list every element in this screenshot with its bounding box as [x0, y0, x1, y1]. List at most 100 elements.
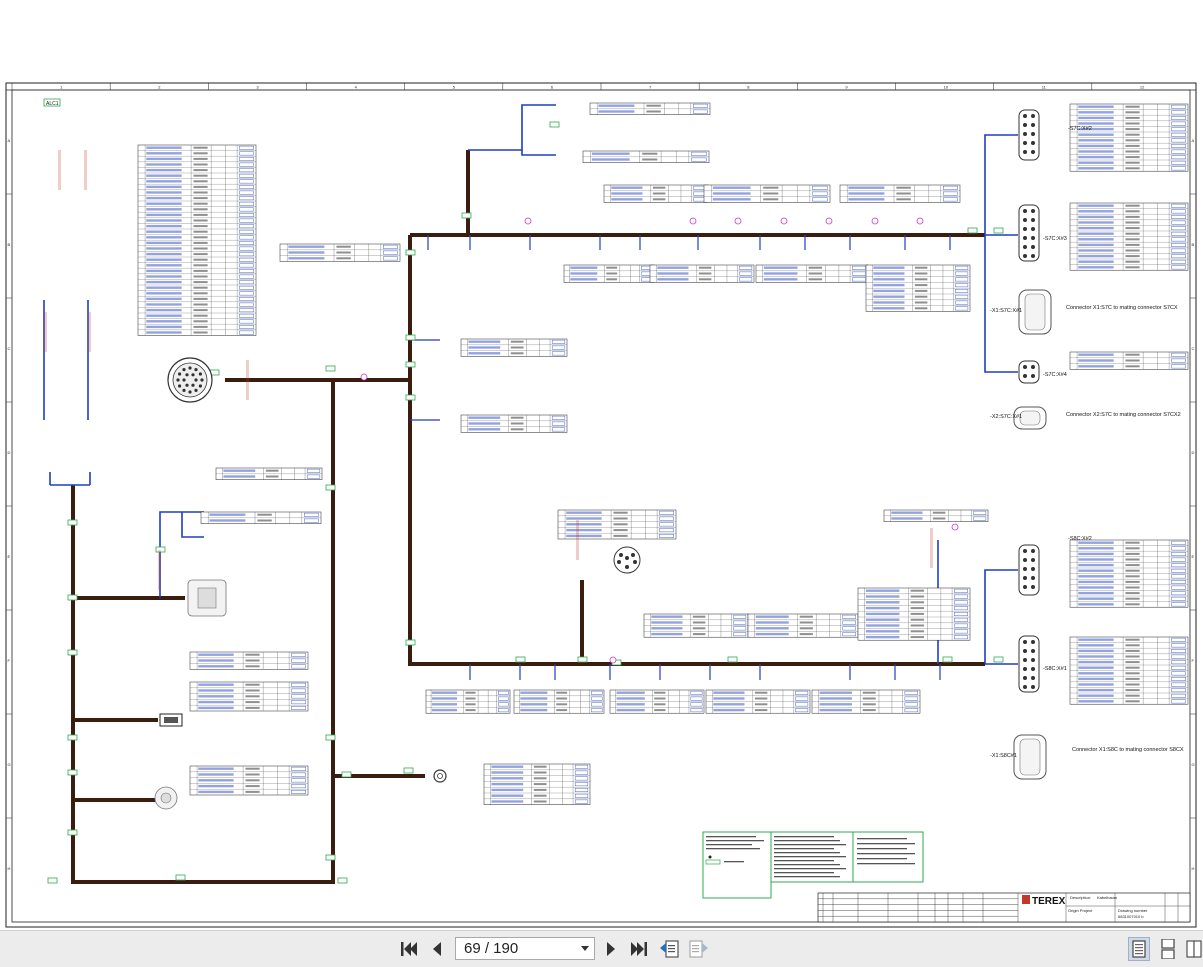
column-number: 1 [60, 85, 63, 90]
facing-pages-view-button[interactable] [1183, 937, 1203, 961]
column-number: 6 [551, 85, 554, 90]
go-forward-button[interactable] [688, 937, 710, 961]
last-page-icon [631, 942, 647, 956]
round-connector-icon[interactable] [167, 357, 213, 403]
mating-note-2: Connector X2:S7C to mating connector S7C… [1066, 412, 1181, 418]
terex-logo-icon [1022, 895, 1030, 904]
wire-table [279, 243, 401, 262]
wire-table [1069, 539, 1189, 608]
mating-note-1: Connector X1:S7C to mating connector S7C… [1066, 305, 1178, 311]
wire-table [1069, 202, 1189, 271]
single-page-view-button[interactable] [1128, 937, 1150, 961]
column-number: 4 [355, 85, 358, 90]
splice-tags [47, 121, 1004, 884]
title-block: TEREX Description: Kabelbaum Origin Proj… [817, 892, 1191, 923]
row-letter: F [1192, 658, 1195, 663]
six-pin-connector-icon[interactable] [613, 546, 641, 574]
wire-table [460, 338, 568, 357]
description-label: Description: [1070, 895, 1091, 900]
sheet-tag: ALC1 [46, 101, 59, 107]
wire-table [215, 467, 323, 480]
column-number: 9 [845, 85, 848, 90]
row-letter: B [1192, 242, 1195, 247]
sheet-tag-box [43, 98, 61, 107]
connector-label-s8c-x2: -S8C:X#2 [1068, 536, 1092, 542]
previous-page-button[interactable] [426, 937, 448, 961]
column-number: 5 [453, 85, 456, 90]
wire-table [1069, 636, 1189, 705]
round-sensor-icon[interactable] [154, 786, 178, 810]
column-number: 7 [649, 85, 652, 90]
next-page-button[interactable] [600, 937, 622, 961]
column-number: 10 [944, 85, 949, 90]
continuous-view-button[interactable] [1157, 937, 1179, 961]
wire-table [609, 689, 705, 714]
row-letter: G [8, 762, 11, 767]
drawing-number-label: Drawing number [1118, 908, 1148, 913]
row-letter: A [1192, 138, 1195, 143]
row-letter: D [1192, 450, 1195, 455]
facing-pages-view-icon [1186, 940, 1202, 958]
column-number: 3 [256, 85, 259, 90]
connector-label-x1: -X1:S7C:X#1 [990, 308, 1022, 314]
brand-name: TEREX [1032, 896, 1066, 907]
row-letter: A [8, 138, 11, 143]
wire-table [189, 651, 309, 670]
wire-table [1069, 103, 1189, 172]
last-page-button[interactable] [628, 937, 650, 961]
single-page-view-icon [1132, 940, 1146, 958]
page-number-select[interactable]: 69 / 190 [455, 937, 595, 960]
first-page-button[interactable] [398, 937, 420, 961]
right-connectors [1013, 109, 1052, 780]
ring-terminal-icon[interactable] [433, 769, 447, 783]
wire-table [865, 264, 971, 312]
chevron-down-icon [581, 946, 589, 951]
wire-table [563, 264, 655, 283]
row-letter: H [1192, 866, 1195, 871]
column-number: 2 [158, 85, 161, 90]
row-letter: E [8, 554, 11, 559]
row-letter: D [8, 450, 11, 455]
connector-label-s7c-x4: -S7C:X#4 [1043, 372, 1067, 378]
wire-table [483, 763, 591, 805]
next-page-icon [607, 942, 615, 956]
drawing-number: 6831007010 b [1118, 914, 1144, 919]
wire-tables [44, 102, 1189, 805]
mating-note-3: Connector X1:S8C to mating connector S8C… [1072, 747, 1184, 753]
wire-table [189, 681, 309, 712]
legend-box [702, 831, 924, 899]
position-markers [360, 217, 959, 664]
continuous-view-icon [1161, 939, 1175, 959]
connector-label-x1-s8c: -X1:S8C#1 [990, 753, 1017, 759]
wire-table [747, 613, 859, 638]
connector-label-x2: -X2:S7C:X#1 [990, 414, 1022, 420]
wire-table [755, 264, 869, 283]
previous-page-icon [433, 942, 441, 956]
row-letter: G [1192, 762, 1195, 767]
go-back-icon [660, 940, 679, 958]
connector-label-s7c-x3: -S7C:X#3 [1043, 236, 1067, 242]
page-indicator: 69 / 190 [464, 940, 519, 957]
first-page-icon [401, 942, 417, 956]
go-forward-icon [689, 940, 708, 958]
row-letter: B [8, 242, 11, 247]
relay-connector-icon[interactable] [159, 713, 183, 727]
wire-table [460, 414, 568, 433]
wire-table [649, 264, 755, 283]
wire-table [137, 144, 257, 336]
wire-table [200, 511, 322, 524]
go-back-button[interactable] [658, 937, 680, 961]
row-letter: H [8, 866, 11, 871]
row-letter: E [1192, 554, 1195, 559]
wire-table [1069, 351, 1189, 370]
wire-table [557, 509, 677, 540]
sensor-connector-icon[interactable] [187, 579, 227, 617]
wire-table [643, 613, 749, 638]
wire-table [603, 184, 709, 203]
row-letter: C [1192, 346, 1195, 351]
